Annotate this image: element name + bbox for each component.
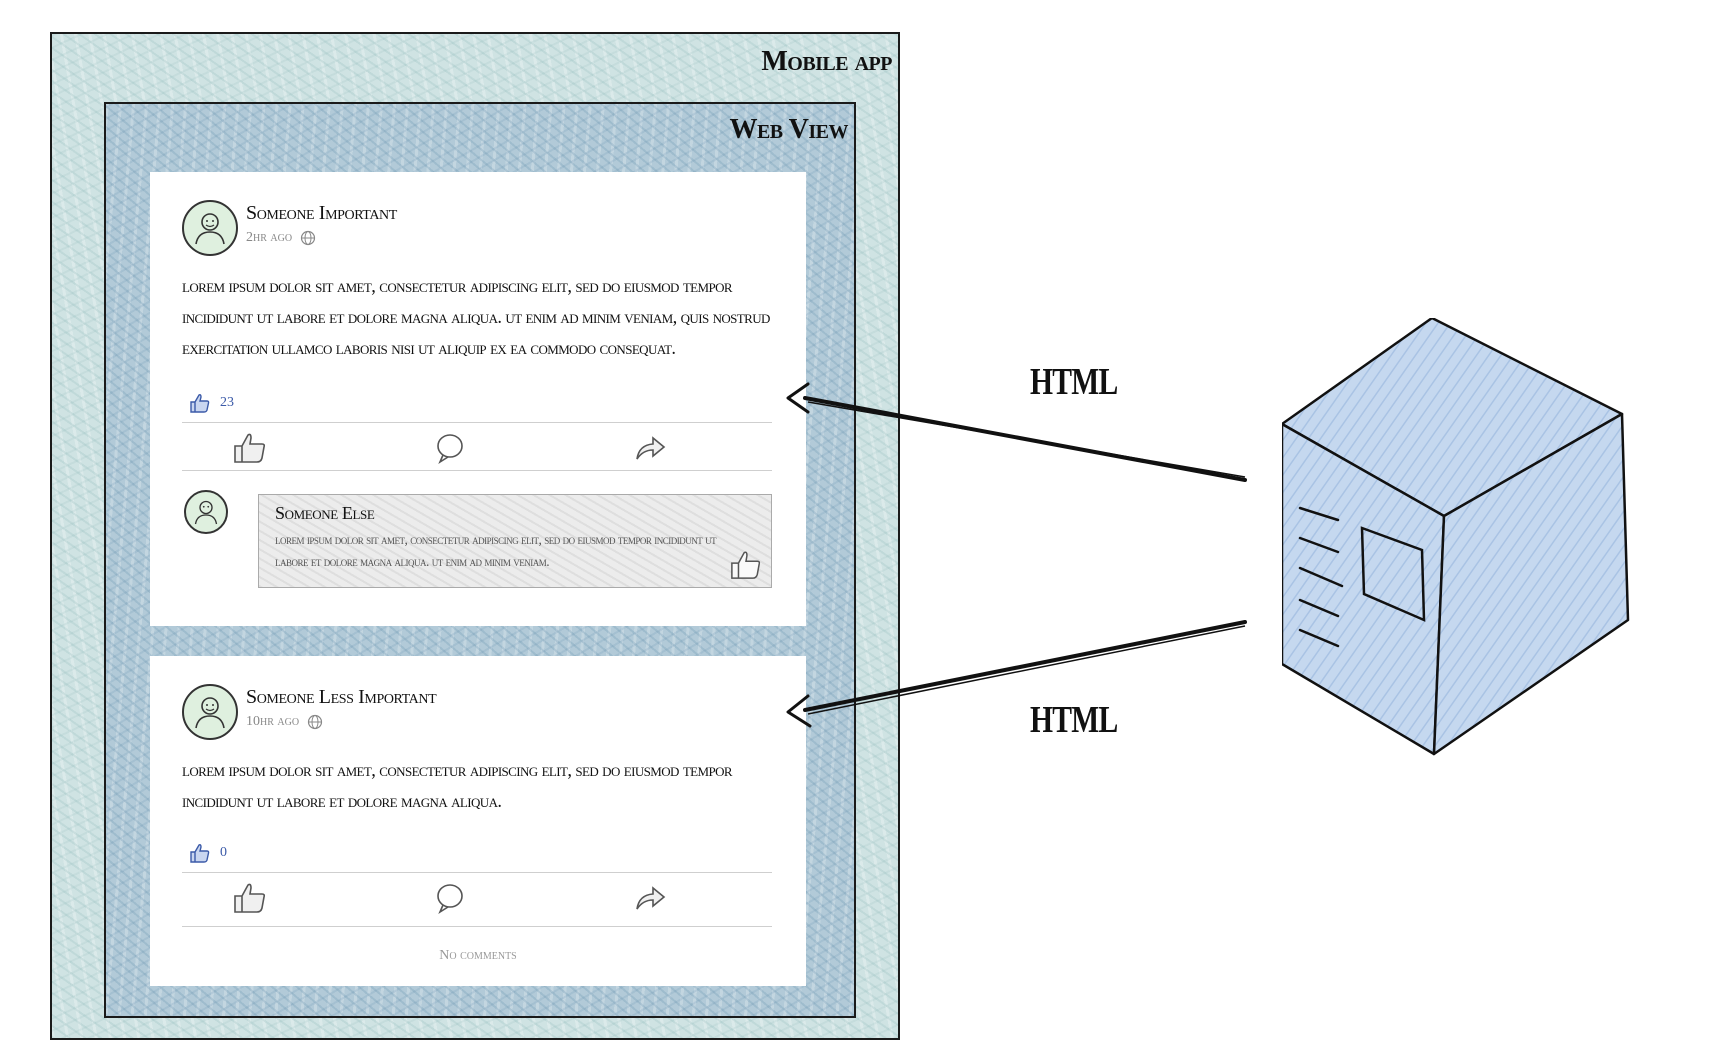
no-comments-label: No comments: [439, 948, 517, 963]
like-button[interactable]: [230, 430, 270, 466]
person-icon: [194, 500, 218, 525]
post-text: Lorem ipsum dolor sit amet, consectetur …: [182, 761, 733, 812]
arrow-label-top: HTML: [1030, 361, 1118, 403]
likes-count: 0: [220, 845, 227, 860]
web-view-frame: Web View Someone Important 2hr ago: [104, 102, 856, 1018]
share-arrow-icon: [636, 436, 666, 460]
mobile-app-frame: Mobile app Web View Someone Important 2h…: [50, 32, 900, 1040]
speech-bubble-icon: [437, 884, 463, 915]
person-icon: [195, 697, 225, 729]
post-time: 2hr ago: [246, 230, 293, 245]
comment-text: Lorem ipsum dolor sit amet, consectetur …: [275, 532, 717, 569]
avatar[interactable]: [182, 684, 238, 740]
comment-button[interactable]: [430, 880, 470, 916]
thumbs-up-icon: [190, 394, 210, 413]
speech-bubble-icon: [437, 434, 463, 465]
thumbs-up-icon: [234, 883, 266, 913]
likes-summary: 23: [188, 392, 234, 414]
mobile-app-title: Mobile app: [761, 46, 892, 77]
server-cube-icon: [1282, 318, 1630, 756]
comment-like-button[interactable]: [727, 549, 765, 581]
avatar[interactable]: [182, 200, 238, 256]
globe-icon: [307, 714, 323, 730]
post-card: Someone Less Important 10hr ago Lorem ip…: [150, 656, 806, 986]
divider: [182, 926, 772, 927]
arrow-top: [786, 382, 1247, 482]
like-button[interactable]: [230, 880, 270, 916]
person-icon: [195, 213, 225, 245]
share-button[interactable]: [630, 880, 670, 916]
thumbs-up-icon: [190, 844, 210, 863]
post-meta: 10hr ago: [246, 714, 323, 730]
divider: [182, 422, 772, 423]
comment-box: Someone Else Lorem ipsum dolor sit amet,…: [258, 494, 772, 588]
arrow-label-bottom: HTML: [1030, 699, 1118, 741]
post-time: 10hr ago: [246, 714, 300, 729]
arrow-bottom: [786, 620, 1247, 728]
divider: [182, 872, 772, 873]
web-view-title: Web View: [729, 114, 848, 145]
post-card: Someone Important 2hr ago Lorem ipsum do…: [150, 172, 806, 626]
post-author[interactable]: Someone Less Important: [246, 686, 437, 708]
likes-summary: 0: [188, 842, 227, 864]
post-text: Lorem ipsum dolor sit amet, consectetur …: [182, 277, 770, 359]
comment-avatar[interactable]: [184, 490, 228, 534]
share-arrow-icon: [636, 886, 666, 910]
divider: [182, 470, 772, 471]
thumbs-up-icon: [234, 433, 266, 463]
post-meta: 2hr ago: [246, 230, 316, 246]
comment-author[interactable]: Someone Else: [275, 503, 375, 523]
globe-icon: [300, 230, 316, 246]
comment-button[interactable]: [430, 430, 470, 466]
post-author[interactable]: Someone Important: [246, 202, 397, 224]
likes-count: 23: [220, 395, 234, 410]
share-button[interactable]: [630, 430, 670, 466]
